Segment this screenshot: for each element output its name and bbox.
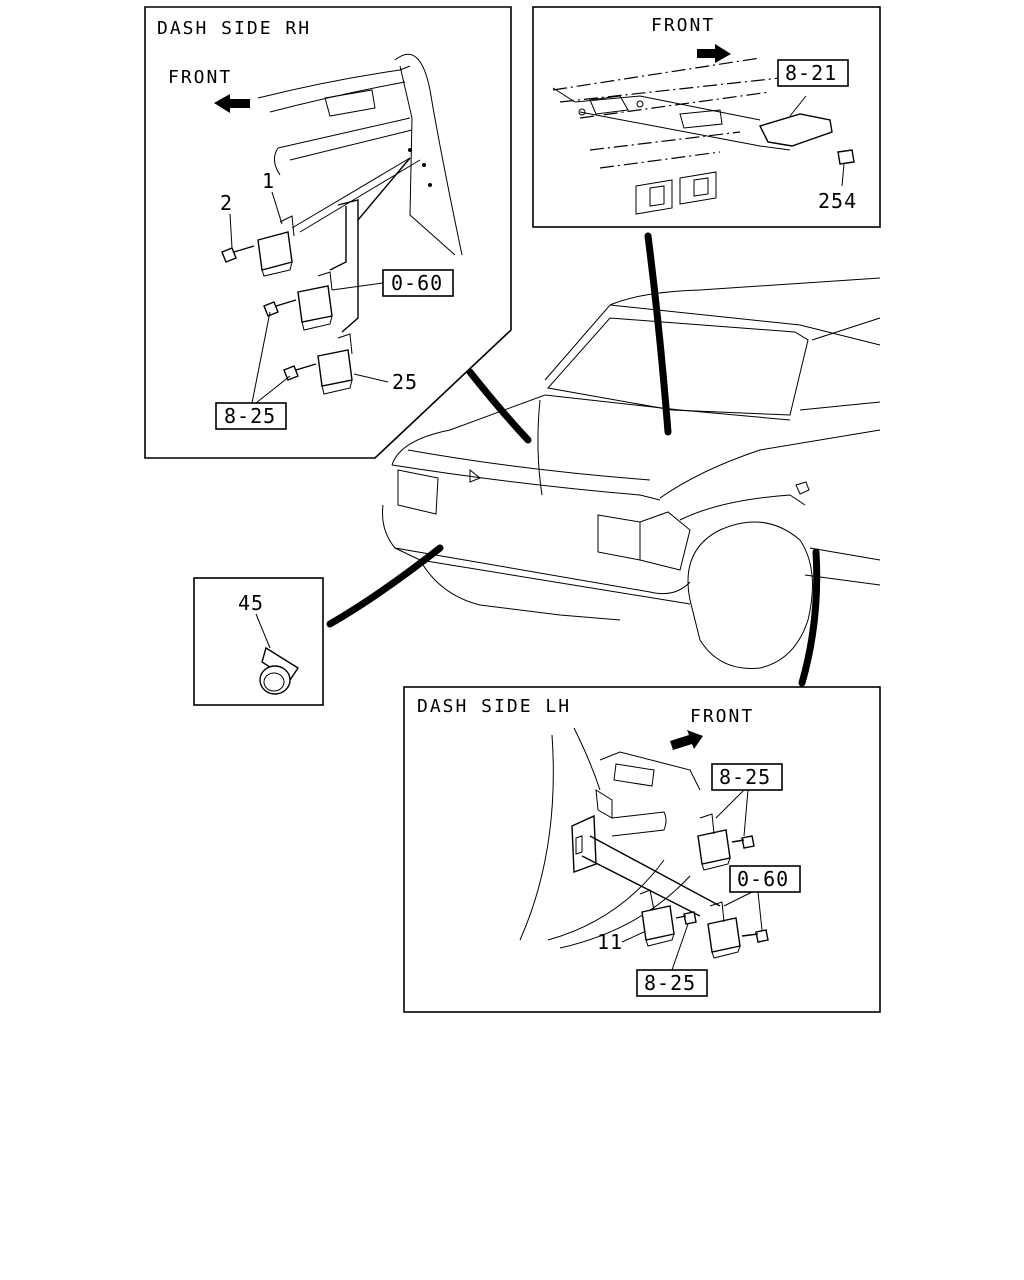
callout-part-11: 11 bbox=[597, 930, 623, 954]
panel-dash-side-rh: DASH SIDE RH FRONT bbox=[144, 6, 512, 459]
screw-254-icon bbox=[837, 149, 855, 165]
ref-8-25-top: 8-25 bbox=[719, 765, 771, 789]
bracket-8-21-icon bbox=[759, 113, 833, 147]
front-label: FRONT bbox=[690, 706, 754, 727]
ref-box-8-25-top bbox=[711, 763, 783, 791]
front-arrow-icon bbox=[697, 44, 731, 63]
callout-part-254: 254 bbox=[818, 189, 857, 213]
relay-0-60-icon bbox=[707, 917, 741, 953]
callout-part-45: 45 bbox=[238, 591, 264, 615]
front-label: FRONT bbox=[651, 15, 715, 36]
panel-top-right: FRONT 8-21 254 bbox=[532, 6, 881, 228]
ref-box-8-25 bbox=[215, 402, 287, 430]
ref-box-8-21 bbox=[777, 59, 849, 87]
panel-horn: 45 bbox=[193, 577, 324, 706]
relay-11-icon bbox=[641, 905, 675, 941]
ref-box-8-25-bottom bbox=[636, 969, 708, 997]
front-label: FRONT bbox=[168, 67, 232, 88]
bolt-2-icon bbox=[221, 247, 237, 263]
front-arrow-icon bbox=[214, 94, 250, 113]
callout-part-25: 25 bbox=[392, 370, 418, 394]
ref-8-25: 8-25 bbox=[224, 404, 276, 428]
panel-title: DASH SIDE RH bbox=[157, 18, 311, 39]
relay-8-25-top-icon bbox=[697, 829, 731, 865]
front-arrow-icon bbox=[670, 730, 703, 750]
leader-lines bbox=[326, 232, 821, 687]
ref-0-60: 0-60 bbox=[391, 271, 443, 295]
panel-dash-side-lh: DASH SIDE LH FRONT bbox=[403, 686, 881, 1013]
panel-title: DASH SIDE LH bbox=[417, 696, 571, 717]
ref-8-21: 8-21 bbox=[785, 61, 837, 85]
callout-part-1: 1 bbox=[262, 169, 275, 193]
callout-part-2: 2 bbox=[220, 191, 233, 215]
ref-box-0-60 bbox=[729, 865, 801, 893]
ref-8-25-bottom: 8-25 bbox=[644, 971, 696, 995]
relay-25-icon bbox=[317, 349, 353, 387]
ref-0-60: 0-60 bbox=[737, 867, 789, 891]
vehicle-illustration bbox=[382, 277, 881, 669]
relay-0-60-icon bbox=[297, 285, 333, 323]
ref-box-0-60 bbox=[382, 269, 454, 297]
